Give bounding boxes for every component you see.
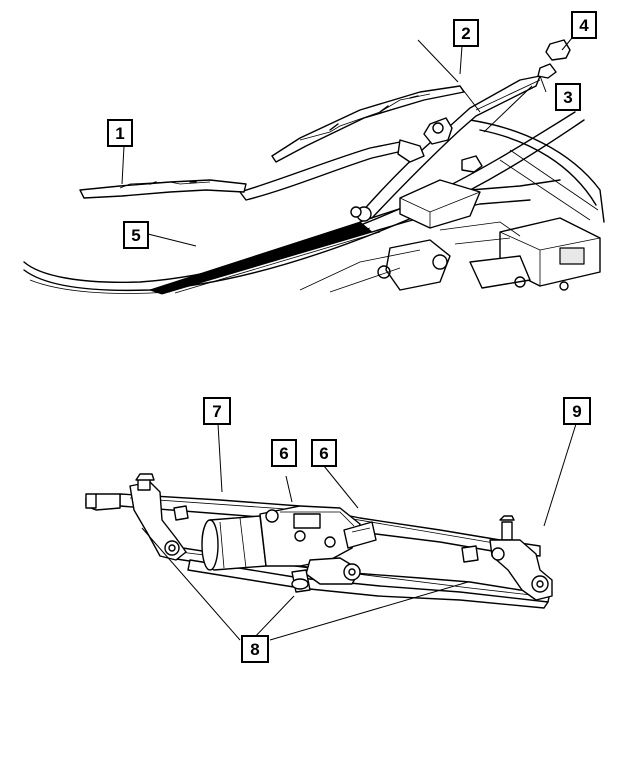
callout-8-label: 8 (250, 640, 259, 659)
callout-5-label: 5 (131, 226, 140, 245)
callout-3-label: 3 (563, 88, 572, 107)
callout-1: 1 (107, 119, 133, 147)
right-wiper-blade (271, 85, 465, 163)
callout-2-label: 2 (461, 24, 470, 43)
callout-4: 4 (571, 11, 597, 39)
left-wiper-blade (79, 179, 247, 199)
callout-9: 9 (563, 397, 591, 425)
right-pivot (461, 515, 553, 601)
cowl-panel (23, 111, 585, 295)
callout-2: 2 (453, 19, 479, 47)
upper-cowl-view (23, 39, 605, 295)
callout-3: 3 (555, 83, 581, 111)
leader-lines (121, 37, 577, 641)
callout-4-label: 4 (579, 16, 589, 35)
engine-bay (299, 119, 605, 293)
callout-6-gearbox-label: 6 (319, 444, 328, 463)
callout-9-label: 9 (572, 402, 581, 421)
left-wiper-arm (239, 139, 425, 201)
callout-7-label: 7 (212, 402, 221, 421)
callout-1-label: 1 (115, 124, 124, 143)
callout-8: 8 (241, 635, 269, 663)
callout-5: 5 (123, 221, 149, 249)
callout-7: 7 (203, 397, 231, 425)
callout-6-motor: 6 (271, 439, 297, 467)
pivot-hardware (350, 39, 571, 218)
wiper-motor (201, 505, 377, 593)
lower-linkage-view (85, 473, 553, 609)
callout-6-gearbox: 6 (311, 439, 337, 467)
left-pivot (85, 473, 189, 561)
callout-6-motor-label: 6 (279, 444, 288, 463)
